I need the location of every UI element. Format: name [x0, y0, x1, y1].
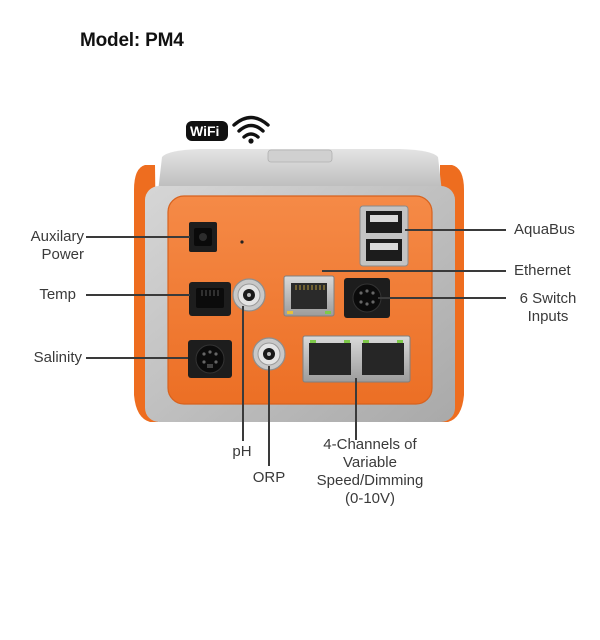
- ph-bnc-connector: [232, 278, 266, 312]
- label-channels-line3: Speed/Dimming: [316, 472, 424, 489]
- wifi-logo-text: WiFi: [190, 123, 219, 139]
- label-orp: ORP: [252, 469, 286, 486]
- label-temp: Temp: [39, 286, 76, 303]
- wifi-logo-icon: WiFi: [186, 121, 228, 141]
- label-auxiliary-power: Auxilary Power: [8, 228, 84, 264]
- top-housing: [158, 149, 442, 192]
- aux-power-jack: [189, 222, 217, 252]
- variable-speed-ports: [302, 335, 411, 383]
- switch-inputs-port: [344, 278, 390, 318]
- leader-lines: [86, 229, 506, 466]
- model-title: Model: PM4: [80, 30, 184, 51]
- label-auxiliary-line1: Auxilary: [30, 228, 84, 245]
- temp-port: [189, 282, 231, 316]
- label-aquabus: AquaBus: [514, 221, 575, 238]
- label-channels-line1: 4-Channels of: [323, 436, 417, 453]
- label-salinity: Salinity: [33, 349, 82, 366]
- aquabus-ports: [359, 205, 409, 267]
- label-channels-line4: (0-10V): [344, 490, 396, 507]
- orp-bnc-connector: [252, 337, 286, 371]
- salinity-port: [188, 340, 232, 378]
- label-channels-line2: Variable: [343, 454, 397, 471]
- label-auxiliary-line2: Power: [41, 246, 84, 263]
- status-led: [240, 240, 244, 244]
- label-switch-inputs: 6 Switch Inputs: [506, 290, 590, 326]
- label-ph: pH: [232, 443, 252, 460]
- ethernet-port: [283, 275, 335, 317]
- label-switch-line1: 6 Switch: [519, 290, 577, 307]
- label-switch-line2: Inputs: [527, 308, 569, 325]
- wifi-signal-icon: [232, 115, 270, 144]
- label-ethernet: Ethernet: [514, 262, 571, 279]
- label-channels: 4-Channels of Variable Speed/Dimming (0-…: [300, 436, 440, 508]
